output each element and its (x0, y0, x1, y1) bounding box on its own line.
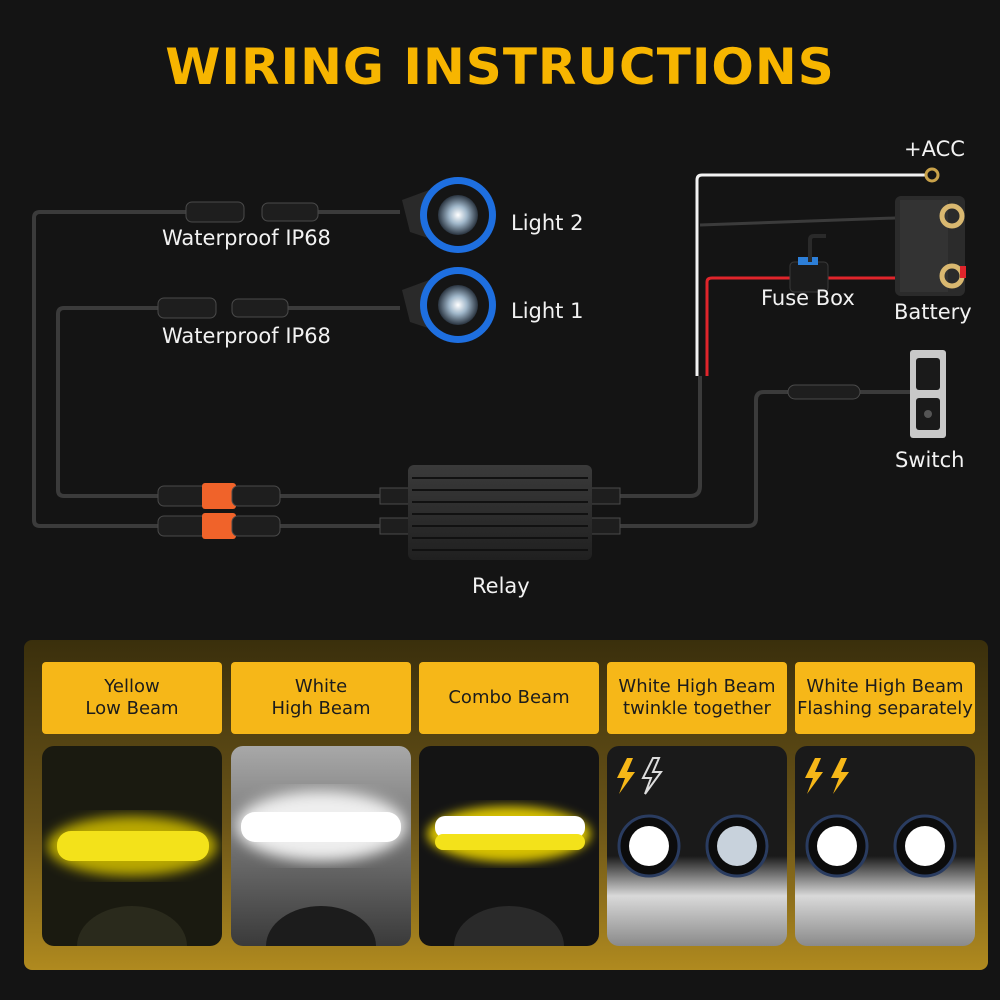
mode-image-combo-beam (419, 746, 599, 946)
lightning-icon (617, 758, 635, 794)
page-title: WIRING INSTRUCTIONS (165, 38, 835, 96)
fuse-box-icon (789, 234, 829, 293)
relay-icon (379, 465, 621, 560)
acc-wire (695, 173, 925, 376)
light-2-icon (402, 177, 496, 253)
mode-label-yellow-low-beam: Yellow Low Beam (42, 662, 222, 734)
relay-label: Relay (472, 574, 530, 598)
waterproof-connector-bottom (157, 297, 289, 319)
lightning-outline-icon (641, 757, 663, 795)
light-1-label: Light 1 (511, 299, 584, 323)
mode-image-twinkle-together (607, 746, 787, 946)
mode-label-twinkle-together: White High Beam twinkle together (607, 662, 787, 734)
acc-label: +ACC (904, 137, 965, 161)
connector-bottom-label: Waterproof IP68 (162, 324, 331, 348)
light-1-icon (402, 267, 496, 343)
battery-icon (895, 196, 966, 296)
connector-top-label: Waterproof IP68 (162, 226, 331, 250)
mode-image-flashing-separately (795, 746, 975, 946)
battery-label: Battery (894, 300, 972, 324)
wiring-diagram (32, 167, 966, 560)
mode-label-flashing-separately: White High Beam Flashing separately (795, 662, 975, 734)
switch-label: Switch (895, 448, 965, 472)
right-harness-wires (618, 173, 945, 528)
waterproof-connector-top (185, 201, 319, 223)
orange-connector-bottom (157, 513, 281, 539)
mode-image-white-high-beam (231, 746, 411, 946)
lightning-icon (805, 758, 849, 794)
positive-wire (705, 276, 790, 376)
mode-label-combo-beam: Combo Beam (419, 662, 599, 734)
fuse-box-label: Fuse Box (761, 286, 855, 310)
acc-terminal-icon (924, 167, 940, 183)
switch-icon (910, 350, 946, 438)
switch-connector-icon (787, 384, 861, 400)
light-2-label: Light 2 (511, 211, 584, 235)
mode-label-white-high-beam: White High Beam (231, 662, 411, 734)
left-harness-wires (32, 210, 400, 528)
mode-image-yellow-low-beam (42, 746, 222, 946)
orange-connector-top (157, 483, 281, 509)
